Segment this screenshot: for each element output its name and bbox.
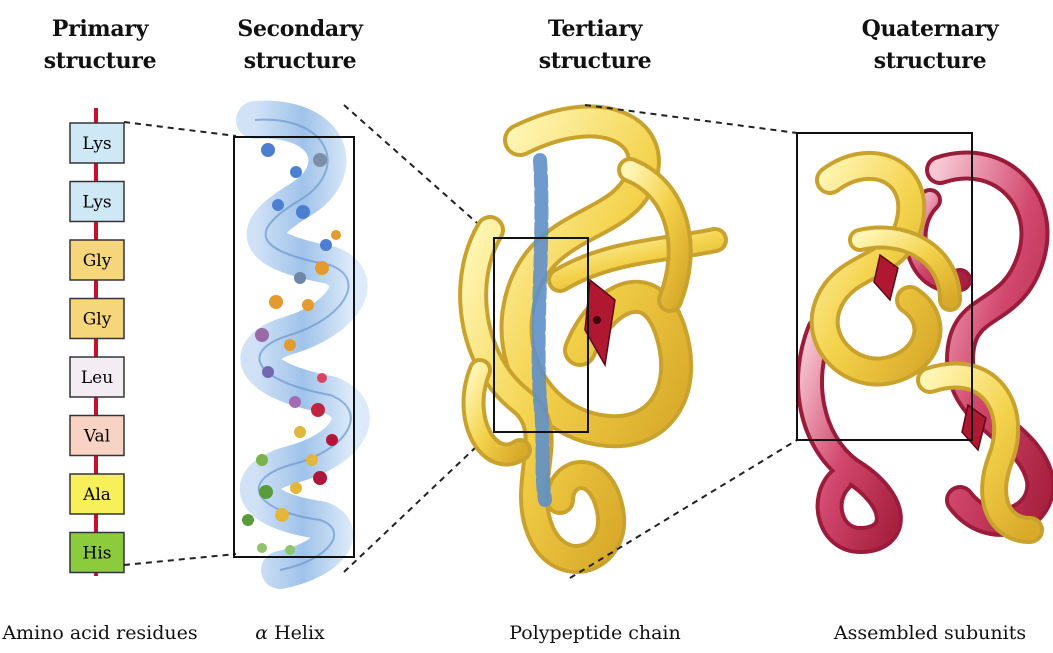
zoom-line bbox=[344, 105, 494, 238]
alpha-helix-illustration bbox=[242, 120, 351, 570]
zoom-line bbox=[124, 122, 236, 136]
caption-tertiary: Polypeptide chain bbox=[465, 622, 725, 644]
residue-label: Gly bbox=[83, 310, 112, 330]
residue-label: Lys bbox=[82, 193, 111, 213]
quaternary-illustration bbox=[810, 166, 1040, 540]
residue-label: Ala bbox=[82, 485, 111, 505]
residue-label: Val bbox=[83, 427, 110, 447]
residue-label: Lys bbox=[82, 134, 111, 154]
zoom-line bbox=[344, 430, 494, 572]
caption-secondary: α Helix bbox=[160, 622, 420, 644]
residue-label: Gly bbox=[83, 251, 112, 271]
residue-label: His bbox=[83, 544, 112, 564]
caption-quaternary: Assembled subunits bbox=[800, 622, 1053, 644]
zoom-line bbox=[124, 554, 236, 565]
residue-label: Leu bbox=[81, 368, 113, 388]
